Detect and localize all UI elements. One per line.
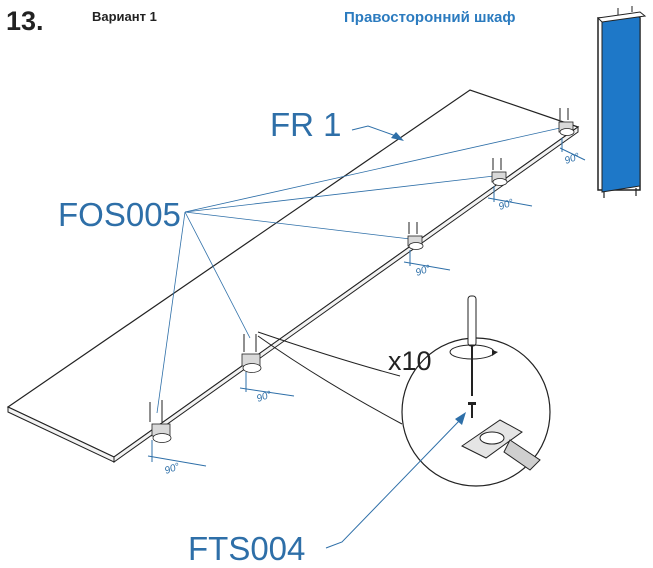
angle-label: 90°: [497, 197, 515, 213]
angle-label: 90°: [414, 263, 432, 279]
hinge-icon: [147, 108, 586, 467]
screw-icon: [468, 402, 476, 418]
angle-label: 90°: [563, 151, 581, 167]
part-label-fr1: FR 1: [270, 106, 342, 143]
angle-label: 90°: [163, 461, 181, 477]
fts004-leader: [325, 412, 466, 549]
angle-label: 90°: [255, 389, 273, 405]
screwdriver-icon: [449, 295, 498, 396]
variant-label: Вариант 1: [92, 9, 157, 24]
part-label-fts004: FTS004: [188, 530, 306, 567]
fos005-leaders: [156, 127, 561, 414]
part-label-fos005: FOS005: [58, 196, 181, 233]
cabinet-icon: [596, 6, 647, 198]
fr1-leader: [351, 125, 404, 141]
cabinet-title: Правосторонний шкаф: [344, 9, 516, 26]
step-number: 13.: [6, 6, 44, 36]
quantity-label: x10: [388, 346, 432, 376]
zoomed-hinge: [461, 419, 541, 471]
door-panel: [6, 89, 580, 463]
